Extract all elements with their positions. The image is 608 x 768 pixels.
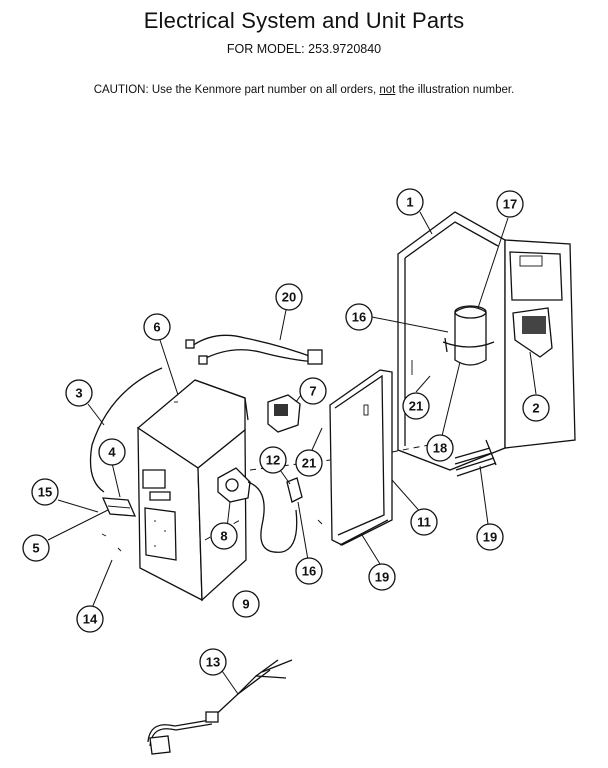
- thermostat: [217, 467, 251, 503]
- svg-text:19: 19: [375, 570, 389, 585]
- svg-text:16: 16: [302, 564, 316, 579]
- callout-2: 2: [522, 394, 550, 422]
- callout-6: 6: [143, 313, 171, 341]
- terminal-harness-right: [454, 439, 497, 477]
- caution-underlined: not: [379, 84, 396, 96]
- callout-1: 1: [396, 188, 424, 216]
- svg-text:9: 9: [242, 597, 249, 612]
- terminal-connector: [286, 477, 303, 503]
- wire-harness-top: [185, 334, 323, 365]
- svg-text:15: 15: [38, 485, 52, 500]
- callout-15: 15: [31, 478, 59, 506]
- callout-12: 12: [259, 446, 287, 474]
- callout-21: 21: [402, 392, 430, 420]
- callout-4: 4: [98, 438, 126, 466]
- svg-text:8: 8: [220, 529, 227, 544]
- callout-17: 17: [496, 190, 524, 218]
- rocker-switch: [267, 394, 301, 433]
- svg-text:18: 18: [433, 441, 447, 456]
- svg-text:21: 21: [409, 399, 423, 414]
- callout-14: 14: [76, 605, 104, 633]
- leader-lines: [47, 211, 537, 695]
- svg-text:1: 1: [406, 195, 413, 210]
- svg-text:11: 11: [417, 515, 431, 530]
- svg-text:21: 21: [302, 456, 316, 471]
- svg-text:14: 14: [83, 612, 98, 627]
- svg-text:6: 6: [153, 320, 160, 335]
- callout-9: 9: [232, 590, 260, 618]
- caution-text: CAUTION: Use the Kenmore part number on …: [93, 84, 380, 96]
- header: Electrical System and Unit Parts FOR MOD…: [0, 0, 608, 110]
- alignment-line: [204, 519, 241, 541]
- svg-text:2: 2: [532, 401, 539, 416]
- svg-text:5: 5: [32, 541, 39, 556]
- svg-text:4: 4: [108, 445, 116, 460]
- callout-21: 21: [295, 449, 323, 477]
- power-cord: [147, 659, 293, 755]
- caution-note: CAUTION: Use the Kenmore part number on …: [0, 84, 608, 96]
- callout-13: 13: [199, 648, 227, 676]
- svg-text:16: 16: [352, 310, 366, 325]
- callout-5: 5: [22, 534, 50, 562]
- caution-text-end: the illustration number.: [395, 84, 515, 96]
- jumper-wire: [247, 481, 298, 553]
- callout-8: 8: [210, 522, 238, 550]
- svg-text:12: 12: [266, 453, 280, 468]
- svg-text:20: 20: [282, 290, 296, 305]
- svg-text:19: 19: [483, 530, 497, 545]
- callout-19: 19: [476, 523, 504, 551]
- callout-11: 11: [410, 508, 438, 536]
- ground-wire-loop: [89, 367, 163, 493]
- mounting-bracket: [101, 497, 137, 552]
- callout-18: 18: [426, 434, 454, 462]
- callout-16: 16: [295, 557, 323, 585]
- capacitor: [442, 305, 495, 366]
- front-panel: [317, 369, 393, 546]
- svg-text:3: 3: [75, 386, 82, 401]
- control-bracket: [512, 307, 553, 358]
- callout-20: 20: [275, 283, 303, 311]
- svg-text:17: 17: [503, 197, 517, 212]
- callout-16: 16: [345, 303, 373, 331]
- svg-text:7: 7: [309, 384, 316, 399]
- page-title: Electrical System and Unit Parts: [143, 8, 465, 33]
- model-number: FOR MODEL: 253.9720840: [226, 42, 382, 56]
- callout-19: 19: [368, 563, 396, 591]
- callout-3: 3: [65, 379, 93, 407]
- callout-7: 7: [299, 377, 327, 405]
- svg-text:13: 13: [206, 655, 220, 670]
